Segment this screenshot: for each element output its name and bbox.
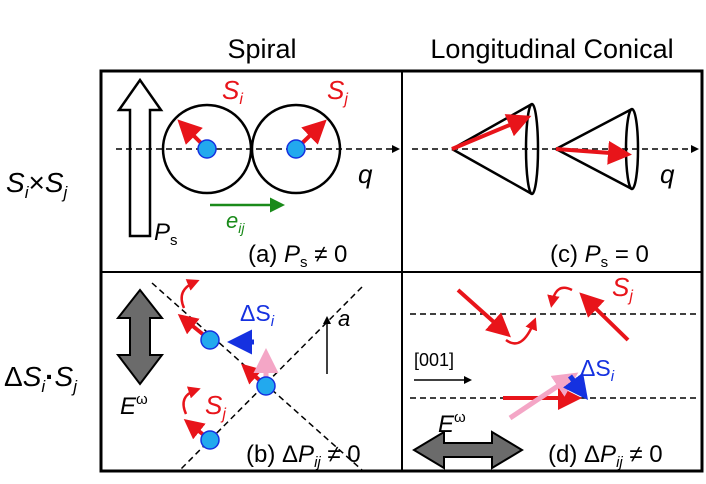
cone-1-base — [524, 102, 540, 196]
delta-spin-arrow — [563, 372, 588, 400]
panel-d: Sj [001] ΔSi Eω (d) ΔPij ≠ 0 — [410, 272, 698, 471]
delta-spin-label: ΔSi — [580, 355, 615, 385]
rotation-arrow — [547, 286, 573, 308]
panel-c: q (c) Ps = 0 — [412, 102, 699, 271]
panel-a: Ps q Si Sj eij (a) Ps ≠ 0 — [116, 75, 400, 271]
spin-arrow — [456, 288, 511, 338]
delta-spin-label: ΔSi — [240, 300, 275, 330]
spin-label-j: Sj — [612, 272, 633, 305]
panel-c-caption: (c) Ps = 0 — [550, 241, 649, 271]
direction-label: [001] — [414, 350, 454, 370]
pink-spin-arrow — [508, 372, 579, 421]
panel-a-caption: (a) Ps ≠ 0 — [248, 241, 347, 271]
column-header-conical: Longitudinal Conical — [430, 34, 673, 64]
panel-d-caption: (d) ΔPij ≠ 0 — [548, 441, 663, 471]
rotation-arrow — [505, 317, 538, 345]
cone-2 — [555, 107, 633, 191]
q-label-a: q — [358, 159, 373, 189]
a-axis-label: a — [338, 306, 350, 331]
atom-site — [286, 139, 306, 159]
atom-site — [197, 139, 217, 159]
spin-label-i: Si — [222, 75, 243, 108]
panel-b-caption: (b) ΔPij ≠ 0 — [246, 441, 361, 471]
spiral-circle-2 — [250, 103, 342, 195]
atom-site — [200, 430, 220, 450]
electric-field-arrow — [115, 288, 165, 386]
row-label-dot-product: ΔSi·Sj — [4, 361, 78, 396]
rotation-arrow — [180, 279, 200, 309]
spin-arrow — [579, 292, 630, 342]
electric-field-label: Eω — [120, 391, 148, 420]
ps-label: Ps — [154, 219, 178, 249]
polarization-arrow — [116, 77, 164, 238]
panel-b: Eω ΔSi Sj a (b) ΔPij ≠ 0 — [115, 279, 363, 471]
conical-spin-arrow — [555, 140, 632, 165]
electric-field-label: Eω — [438, 409, 466, 438]
rotation-arrow — [182, 386, 201, 415]
column-header-spiral: Spiral — [227, 34, 296, 64]
spin-label-j: Sj — [327, 75, 348, 108]
atom-site — [200, 330, 220, 350]
bond-vector-label: eij — [226, 208, 245, 236]
conical-spin-arrow — [451, 114, 532, 151]
electric-field-arrow — [412, 430, 524, 470]
spin-label-j: Sj — [205, 390, 226, 423]
atom-site — [256, 376, 276, 396]
q-label-c: q — [660, 159, 675, 189]
row-label-cross-product: Si×Sj — [6, 167, 69, 202]
